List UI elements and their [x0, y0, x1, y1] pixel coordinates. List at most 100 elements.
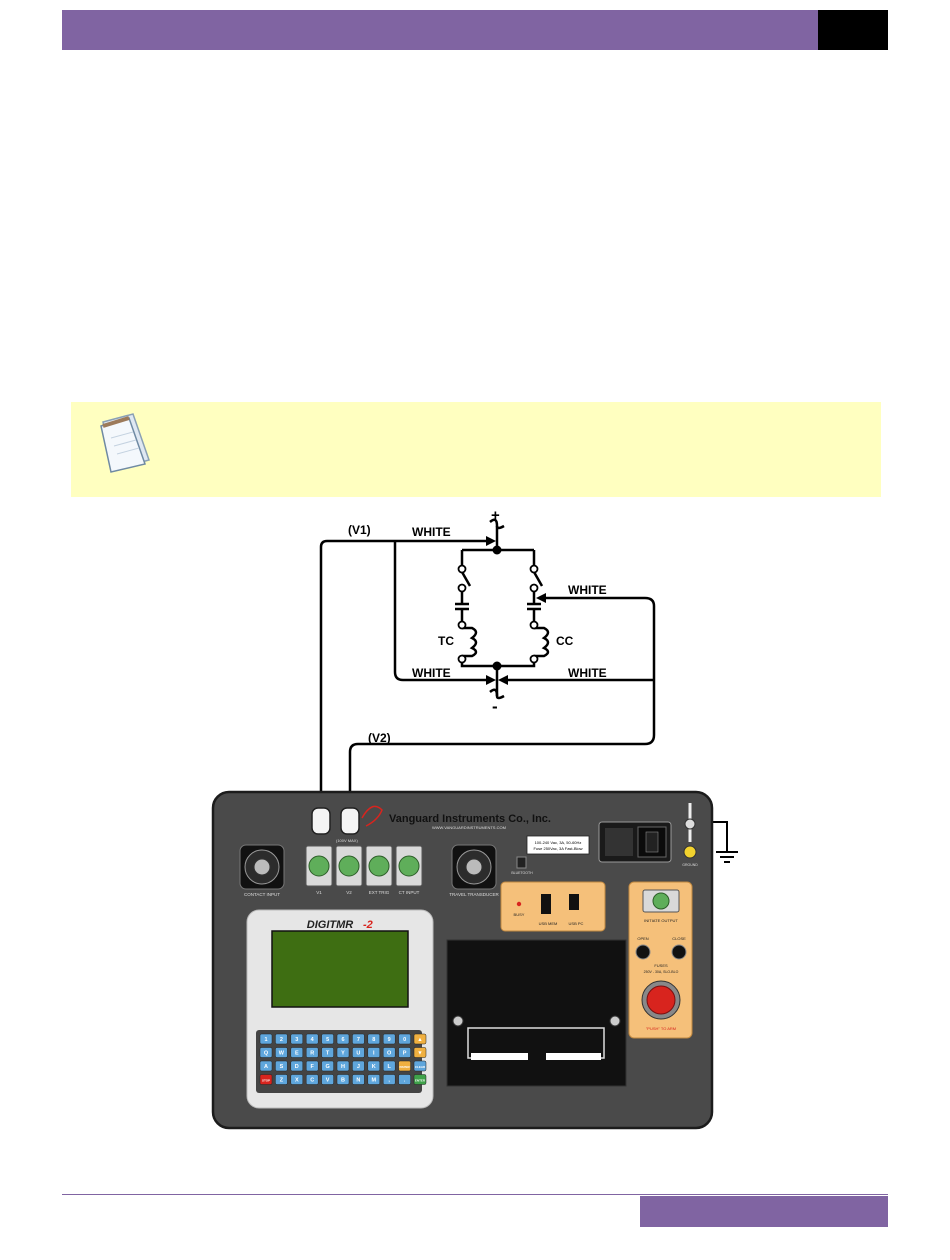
rating-text: 100-240 Vac, 3A, 50-60Hz [535, 840, 582, 845]
wire-label-v2: (V2) [368, 731, 391, 745]
channel-connectors [305, 845, 423, 887]
open-label: OPEN [637, 936, 648, 941]
channel-label-ext-trig: EXT TRIG [369, 890, 390, 895]
terminal-minus [489, 688, 505, 700]
key-label: P [403, 1051, 407, 1057]
arrow [536, 593, 546, 603]
key-a[interactable] [259, 1060, 273, 1072]
key-label: CLEAR [415, 1065, 426, 1069]
arm-button[interactable] [646, 985, 676, 1015]
key-char-3[interactable] [321, 1074, 334, 1085]
key-char-7[interactable] [382, 1074, 396, 1085]
brand-name: Vanguard Instruments Co., Inc. [389, 813, 551, 825]
push-to-arm-label: "PUSH" TO ARM [646, 1026, 676, 1031]
key-label: ENTER [415, 1079, 426, 1083]
key-d[interactable] [290, 1060, 304, 1072]
key-e[interactable] [290, 1047, 304, 1058]
usb-mem-label: USB MEM [539, 921, 558, 926]
header-bar [62, 10, 818, 50]
key-9[interactable] [382, 1033, 396, 1045]
key-2[interactable] [275, 1033, 288, 1045]
key-paper[interactable] [398, 1060, 411, 1072]
key-char-8[interactable] [398, 1074, 411, 1085]
busy-led [516, 901, 522, 907]
key-label: C [310, 1078, 314, 1084]
key-char-6[interactable] [367, 1074, 381, 1085]
ground-terminal [683, 803, 697, 859]
key-label: 9 [388, 1037, 391, 1043]
key-j[interactable] [352, 1060, 365, 1072]
key-down[interactable] [413, 1047, 427, 1058]
key-label: S [280, 1064, 284, 1070]
key-char-2[interactable] [305, 1074, 319, 1085]
key-p[interactable] [398, 1047, 411, 1058]
key-label: . [404, 1078, 406, 1084]
wire-label-v1: (V1) [348, 523, 371, 537]
key-label: 1 [264, 1037, 267, 1043]
key-label: G [325, 1064, 329, 1070]
key-label: Q [264, 1051, 269, 1057]
v1-plug [311, 807, 331, 835]
key-4[interactable] [305, 1033, 319, 1045]
key-char-4[interactable] [336, 1074, 350, 1085]
key-label: R [310, 1051, 314, 1057]
channel-label-v1: V1 [316, 890, 322, 895]
key-f[interactable] [305, 1060, 319, 1072]
key-char-1[interactable] [290, 1074, 304, 1085]
bluetooth-label: BLUETOOTH [511, 871, 533, 875]
key-i[interactable] [367, 1047, 381, 1058]
key-enter[interactable] [413, 1074, 427, 1085]
lcd-screen [271, 930, 409, 1008]
key-r[interactable] [305, 1047, 319, 1058]
key-label: V [326, 1078, 330, 1084]
schematic-nodes [457, 564, 539, 664]
key-label: E [295, 1051, 299, 1057]
key-stop[interactable] [259, 1074, 273, 1085]
model-name: DIGITMR [307, 919, 353, 931]
close-label: CLOSE [672, 936, 686, 941]
key-up[interactable] [413, 1033, 427, 1045]
key-label: N [356, 1078, 360, 1084]
key-k[interactable] [367, 1060, 381, 1072]
key-label: A [264, 1064, 268, 1070]
key-label: STOP [262, 1079, 270, 1083]
key-3[interactable] [290, 1033, 304, 1045]
header-page-block [818, 10, 888, 50]
wire-label-white: WHITE [568, 583, 607, 597]
arrow [498, 675, 508, 685]
key-label: 0 [403, 1037, 406, 1043]
fuses-rating-label: 250V - 30A, SLO-BLO [644, 970, 679, 974]
key-q[interactable] [259, 1047, 273, 1058]
ground-label: GROUND [682, 863, 698, 867]
key-y[interactable] [336, 1047, 350, 1058]
key-w[interactable] [275, 1047, 288, 1058]
key-g[interactable] [321, 1060, 334, 1072]
key-label: 7 [357, 1037, 360, 1043]
junction-dot [492, 661, 502, 671]
coil-label-cc: CC [556, 634, 574, 648]
wire-label-white: WHITE [568, 666, 607, 680]
key-8[interactable] [367, 1033, 381, 1045]
key-5[interactable] [321, 1033, 334, 1045]
key-1[interactable] [259, 1033, 273, 1045]
key-6[interactable] [336, 1033, 350, 1045]
key-s[interactable] [275, 1060, 288, 1072]
coil-label-tc: TC [438, 634, 454, 648]
key-label: L [388, 1064, 392, 1070]
v2-plug [340, 807, 360, 835]
arrow [486, 675, 496, 685]
key-7[interactable] [352, 1033, 365, 1045]
key-char-0[interactable] [275, 1074, 288, 1085]
key-l[interactable] [382, 1060, 396, 1072]
power-inlet [598, 821, 672, 863]
key-clear[interactable] [413, 1060, 427, 1072]
bluetooth-indicator [516, 856, 527, 869]
key-label: F [311, 1064, 315, 1070]
key-o[interactable] [382, 1047, 396, 1058]
key-u[interactable] [352, 1047, 365, 1058]
key-0[interactable] [398, 1033, 411, 1045]
key-h[interactable] [336, 1060, 350, 1072]
key-t[interactable] [321, 1047, 334, 1058]
usb-mem-port [541, 894, 551, 914]
key-char-5[interactable] [352, 1074, 365, 1085]
